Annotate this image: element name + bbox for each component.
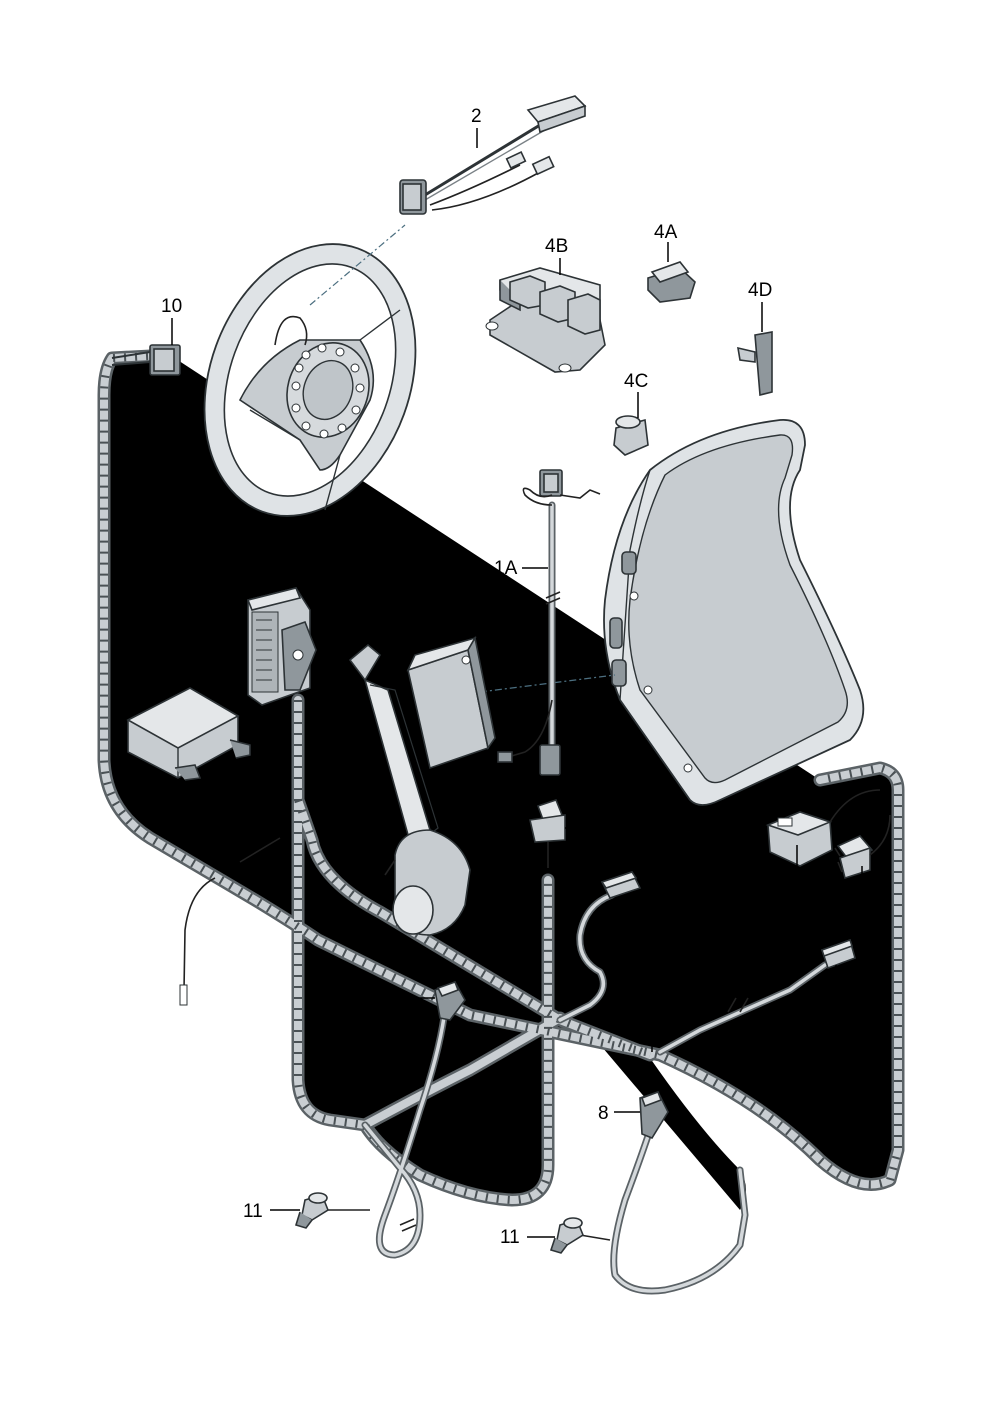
label-1-range: 2 - 10 [671,948,720,969]
label-7-right: 7 [856,884,867,905]
part-8-connector-right [639,1090,669,1139]
label-4C: 4C [624,371,648,392]
label-4: 4 [790,870,801,891]
part-4A-clip [647,261,696,303]
callout-labels: 2 10 4B 4A 4D 4C 1A 6 7 4 7 9 1 2 - 10 9… [161,106,867,1248]
leader-lines [171,128,863,1238]
branch-connector-9-right [656,961,829,1056]
loop-right-8-11 [610,1126,749,1295]
part-11-clip-right [549,1217,584,1254]
part-1A-cable [497,469,601,776]
label-10: 10 [161,296,182,317]
part-8-connector-left [434,980,466,1021]
label-7-center: 7 [596,818,607,839]
seat-belt [348,643,471,936]
part-11-clip-left [294,1192,329,1229]
label-1A: 1A [494,558,518,579]
part-4D-strip [737,331,773,397]
label-8-right: 8 [598,1103,609,1124]
steering-wheel [203,243,417,517]
side-airbag-module [406,635,496,770]
label-11-left: 11 [243,1201,263,1222]
part-6-control-unit [246,587,317,706]
label-9-right: 9 [829,992,840,1013]
branch-connector-9-top [556,891,616,1024]
label-11-right: 11 [500,1227,520,1248]
part-10-connector [111,344,181,376]
part-2-cable [399,95,587,215]
label-4D: 4D [748,280,772,301]
part-7-connector-center [529,799,566,868]
seat-backrest [603,419,865,806]
part-9-connector-top [600,871,642,899]
wire-to-11-right [579,1234,611,1241]
loop-left-8-11 [361,1006,449,1259]
dash-line-2 [309,224,406,306]
label-4A: 4A [654,222,678,243]
part-4B-relay-carrier [485,267,606,373]
label-9-top: 9 [671,873,682,894]
part-4C-nut [613,415,649,456]
label-4B: 4B [545,236,568,257]
label-2: 2 [471,106,482,127]
label-1: 1 [683,907,694,928]
label-6: 6 [204,625,215,646]
part-4-relay [765,789,881,867]
sensor-wire-left [179,837,281,1006]
label-8-left: 8 [396,989,407,1010]
control-box [126,687,251,781]
part-7-connector-right [834,814,891,880]
part-9-connector-right [820,938,856,970]
